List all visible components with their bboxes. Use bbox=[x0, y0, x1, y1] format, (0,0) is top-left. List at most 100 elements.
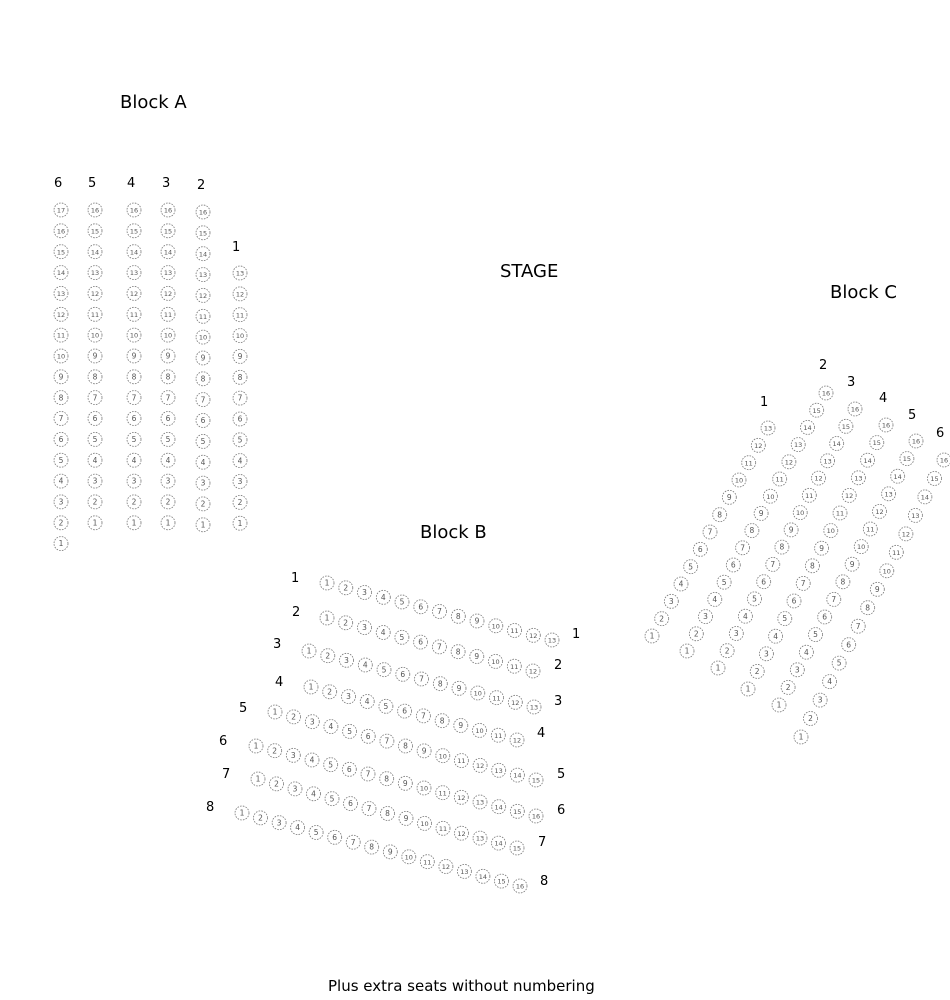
seat-circle[interactable] bbox=[53, 494, 69, 510]
seat-circle[interactable] bbox=[491, 835, 506, 851]
seat-circle[interactable] bbox=[53, 536, 69, 551]
seat-circle[interactable] bbox=[740, 681, 756, 697]
seat-circle[interactable] bbox=[790, 437, 806, 453]
seat-circle[interactable] bbox=[53, 369, 69, 385]
seat-circle[interactable] bbox=[811, 470, 826, 486]
seat-a-3-12[interactable]: 12 bbox=[160, 285, 176, 301]
seat-circle[interactable] bbox=[395, 666, 411, 682]
seat-a-1-5[interactable]: 5 bbox=[232, 432, 248, 448]
seat-circle[interactable] bbox=[416, 743, 432, 759]
seat-circle[interactable] bbox=[793, 729, 809, 745]
seat-b-8-12[interactable]: 12 bbox=[438, 859, 454, 874]
seat-c-3-13[interactable]: 13 bbox=[820, 453, 835, 469]
seat-circle[interactable] bbox=[195, 413, 211, 428]
seat-c-1-6[interactable]: 6 bbox=[692, 541, 708, 557]
seat-circle[interactable] bbox=[818, 385, 834, 401]
seat-circle[interactable] bbox=[453, 718, 469, 733]
seat-c-1-8[interactable]: 8 bbox=[712, 507, 728, 523]
seat-circle[interactable] bbox=[341, 761, 357, 777]
seat-circle[interactable] bbox=[454, 825, 469, 841]
seat-circle[interactable] bbox=[160, 390, 176, 406]
seat-circle[interactable] bbox=[53, 285, 69, 301]
seat-circle[interactable] bbox=[780, 680, 796, 695]
seat-circle[interactable] bbox=[525, 627, 541, 643]
seat-circle[interactable] bbox=[432, 604, 447, 619]
seat-circle[interactable] bbox=[232, 328, 248, 344]
seat-circle[interactable] bbox=[772, 471, 788, 487]
seat-circle[interactable] bbox=[126, 306, 142, 322]
seat-circle[interactable] bbox=[195, 496, 211, 512]
seat-circle[interactable] bbox=[716, 574, 732, 590]
seat-b-1-4[interactable]: 4 bbox=[375, 589, 391, 605]
seat-b-5-11[interactable]: 11 bbox=[453, 753, 469, 768]
seat-a-3-9[interactable]: 9 bbox=[160, 348, 176, 364]
seat-c-3-6[interactable]: 6 bbox=[756, 574, 772, 590]
seat-circle[interactable] bbox=[781, 454, 797, 470]
seat-a-3-11[interactable]: 11 bbox=[160, 306, 176, 322]
seat-c-1-9[interactable]: 9 bbox=[721, 489, 737, 505]
seat-a-3-3[interactable]: 3 bbox=[160, 473, 176, 489]
seat-a-1-6[interactable]: 6 bbox=[232, 411, 248, 427]
seat-circle[interactable] bbox=[160, 327, 176, 343]
seat-circle[interactable] bbox=[323, 757, 339, 773]
seat-a-6-13[interactable]: 13 bbox=[53, 285, 69, 301]
seat-b-5-2[interactable]: 2 bbox=[286, 709, 302, 725]
seat-circle[interactable] bbox=[841, 637, 857, 653]
seat-circle[interactable] bbox=[506, 658, 522, 674]
seat-circle[interactable] bbox=[357, 657, 373, 673]
seat-circle[interactable] bbox=[509, 732, 525, 748]
seat-b-3-6[interactable]: 6 bbox=[395, 666, 411, 682]
seat-c-6-9[interactable]: 9 bbox=[869, 581, 885, 597]
seat-circle[interactable] bbox=[160, 431, 176, 447]
seat-circle[interactable] bbox=[721, 489, 737, 505]
seat-b-4-4[interactable]: 4 bbox=[359, 694, 375, 709]
seat-circle[interactable] bbox=[416, 780, 432, 796]
seat-b-5-12[interactable]: 12 bbox=[472, 758, 488, 773]
seat-circle[interactable] bbox=[908, 508, 923, 523]
seat-circle[interactable] bbox=[87, 285, 103, 301]
seat-a-4-2[interactable]: 2 bbox=[126, 494, 142, 510]
seat-circle[interactable] bbox=[126, 494, 142, 510]
seat-circle[interactable] bbox=[87, 369, 103, 385]
seat-a-2-9[interactable]: 9 bbox=[195, 350, 211, 366]
seat-a-3-16[interactable]: 16 bbox=[160, 202, 176, 218]
seat-c-5-8[interactable]: 8 bbox=[835, 574, 851, 590]
seat-c-4-12[interactable]: 12 bbox=[841, 487, 857, 503]
seat-b-8-7[interactable]: 7 bbox=[345, 834, 361, 850]
seat-circle[interactable] bbox=[415, 708, 431, 724]
seat-a-1-12[interactable]: 12 bbox=[232, 286, 248, 302]
seat-c-1-7[interactable]: 7 bbox=[702, 524, 718, 540]
seat-circle[interactable] bbox=[375, 625, 391, 640]
seat-a-4-8[interactable]: 8 bbox=[126, 369, 142, 385]
seat-b-6-1[interactable]: 1 bbox=[248, 738, 264, 754]
seat-b-5-9[interactable]: 9 bbox=[416, 743, 432, 759]
seat-circle[interactable] bbox=[414, 671, 429, 687]
seat-circle[interactable] bbox=[435, 748, 451, 764]
seat-a-6-10[interactable]: 10 bbox=[53, 348, 69, 364]
seat-a-2-10[interactable]: 10 bbox=[195, 329, 211, 345]
seat-circle[interactable] bbox=[53, 515, 69, 531]
seat-circle[interactable] bbox=[438, 859, 454, 874]
seat-c-1-12[interactable]: 12 bbox=[750, 437, 766, 453]
seat-circle[interactable] bbox=[319, 575, 335, 591]
seat-circle[interactable] bbox=[413, 634, 429, 650]
seat-b-8-8[interactable]: 8 bbox=[364, 839, 380, 855]
seat-circle[interactable] bbox=[360, 728, 376, 744]
seat-circle[interactable] bbox=[744, 523, 760, 538]
seat-b-2-10[interactable]: 10 bbox=[488, 654, 503, 669]
seat-circle[interactable] bbox=[771, 697, 787, 713]
seat-circle[interactable] bbox=[269, 776, 284, 792]
seat-a-2-5[interactable]: 5 bbox=[195, 433, 211, 449]
seat-circle[interactable] bbox=[525, 663, 541, 679]
seat-circle[interactable] bbox=[232, 432, 248, 448]
seat-c-2-11[interactable]: 11 bbox=[772, 471, 788, 487]
seat-circle[interactable] bbox=[343, 796, 358, 811]
seat-circle[interactable] bbox=[126, 473, 142, 489]
seat-circle[interactable] bbox=[160, 265, 176, 281]
seat-c-4-2[interactable]: 2 bbox=[749, 664, 765, 679]
seat-a-3-1[interactable]: 1 bbox=[160, 515, 176, 531]
seat-circle[interactable] bbox=[712, 507, 728, 523]
seat-circle[interactable] bbox=[809, 402, 825, 418]
seat-circle[interactable] bbox=[126, 348, 142, 364]
seat-c-1-4[interactable]: 4 bbox=[673, 576, 689, 592]
